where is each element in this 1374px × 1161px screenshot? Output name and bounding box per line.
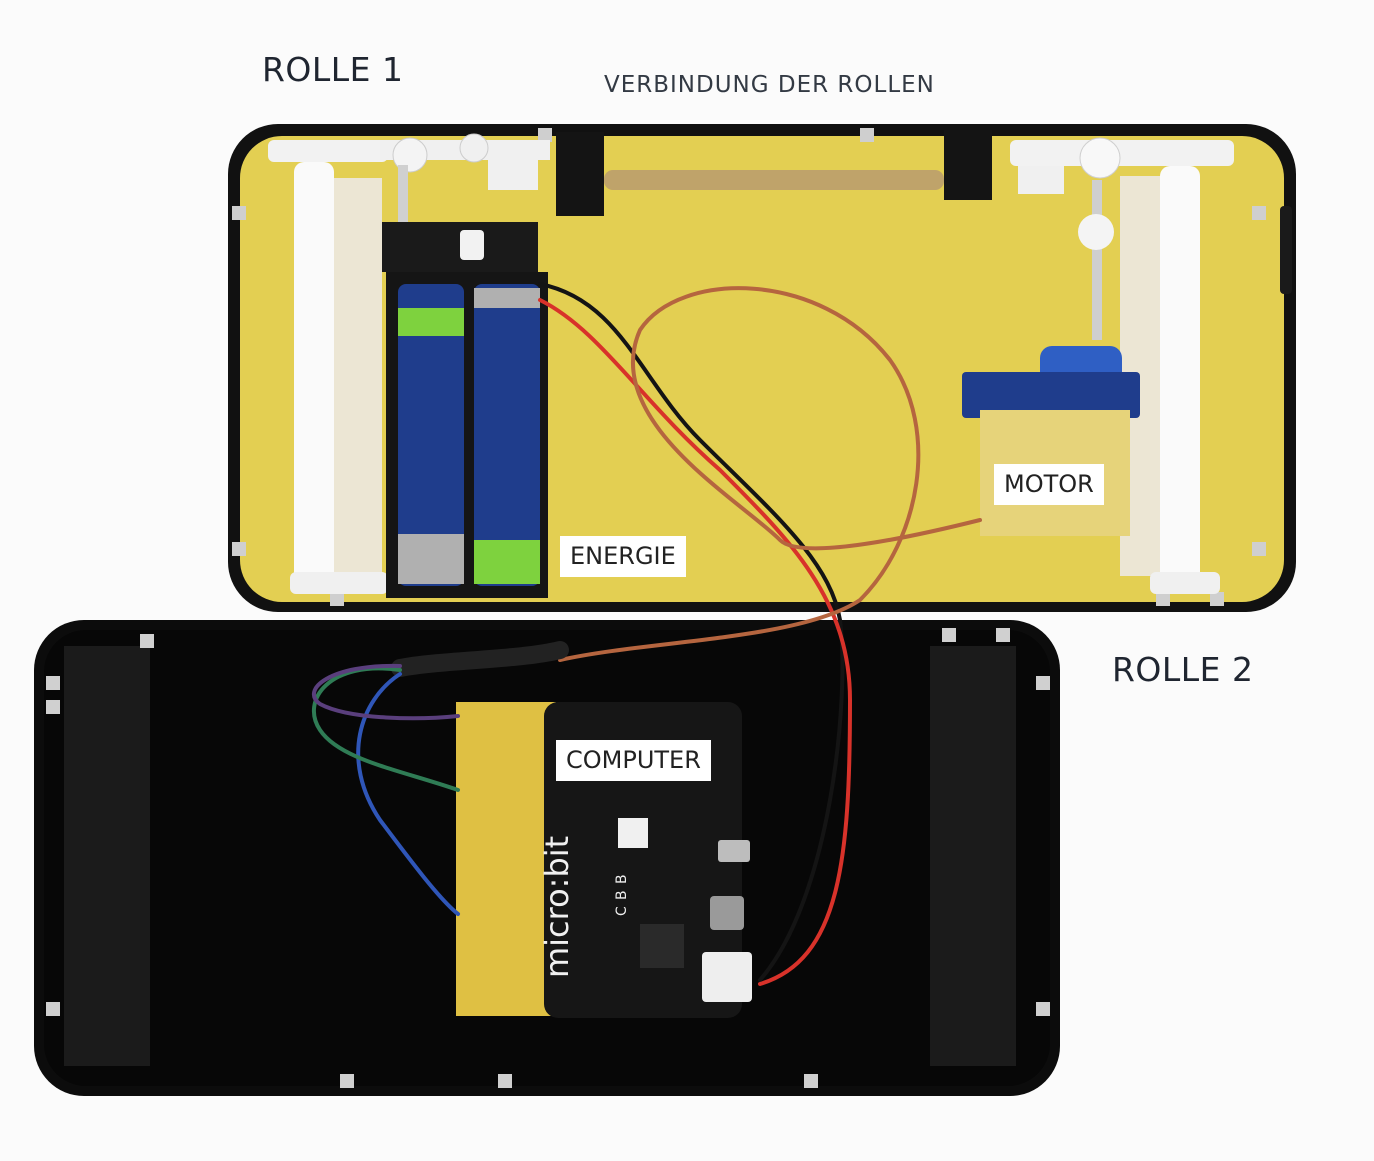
label-rolle-1: ROLLE 1 [262, 50, 404, 89]
bbc-letter-1: B [614, 874, 630, 884]
wires [312, 282, 982, 986]
bbc-letter-2: B [614, 890, 630, 900]
left-roller [268, 133, 550, 594]
microbit-board: micro:bit B B C [456, 702, 752, 1018]
right-roller [1010, 137, 1234, 594]
label-computer: COMPUTER [556, 740, 711, 781]
label-energie: ENERGIE [560, 536, 686, 577]
microbit-logo-text: micro:bit [538, 836, 576, 978]
battery-holder [382, 222, 548, 598]
label-rolle-2: ROLLE 2 [1112, 650, 1254, 689]
label-verbindung-der-rollen: VERBINDUNG DER ROLLEN [604, 72, 935, 98]
roll-connection-rod [556, 130, 992, 216]
motor [962, 346, 1140, 536]
label-motor: MOTOR [994, 464, 1104, 505]
bbc-letter-3: C [614, 906, 630, 916]
